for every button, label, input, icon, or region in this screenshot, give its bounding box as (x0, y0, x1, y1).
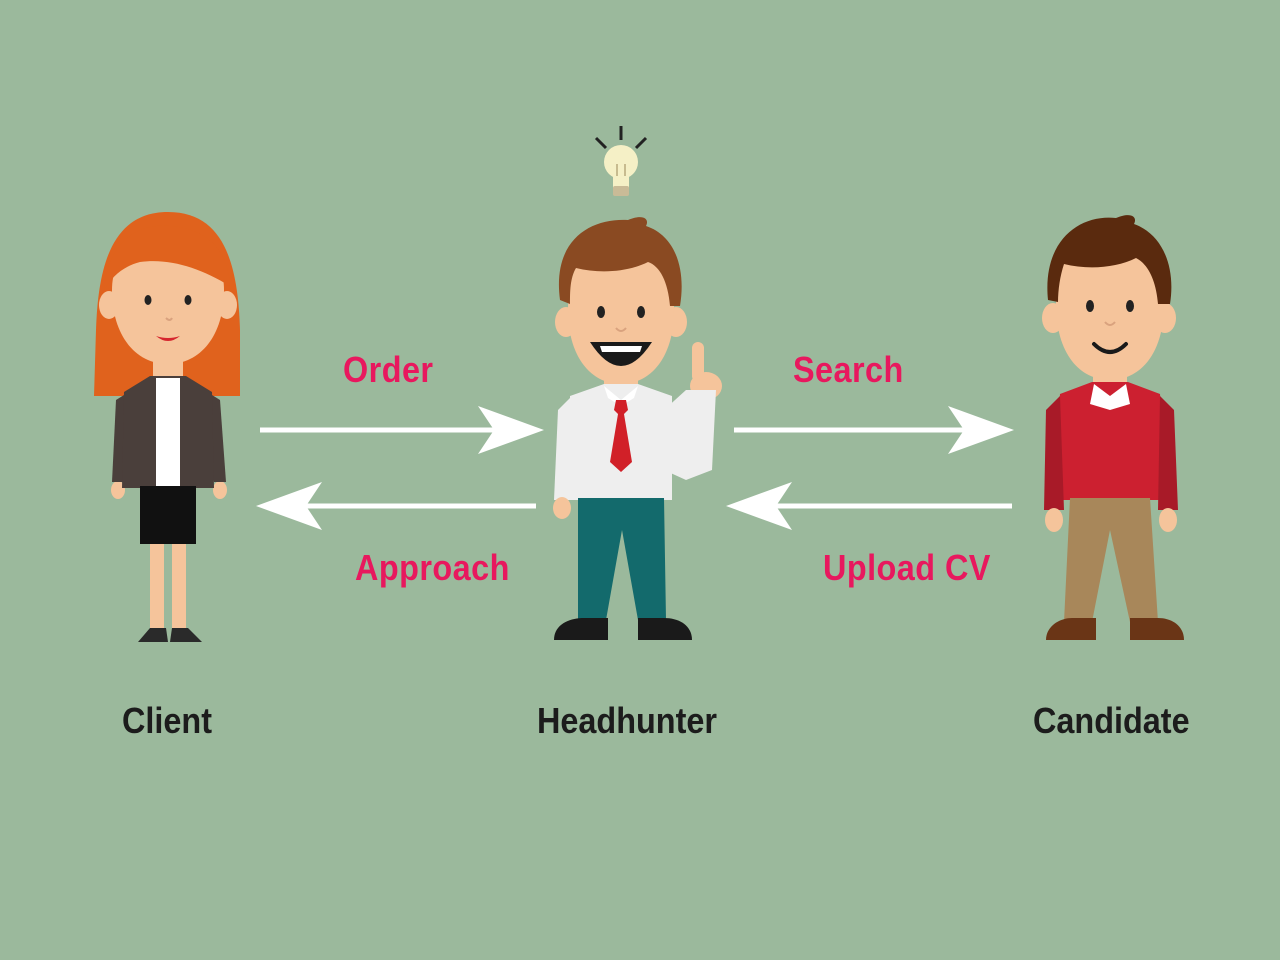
search-label: Search (793, 349, 904, 390)
headhunter-label: Headhunter (537, 700, 718, 741)
client-figure (94, 212, 240, 642)
upload-cv-arrow (726, 482, 1012, 530)
search-arrow (734, 406, 1014, 454)
client-label: Client (122, 700, 213, 741)
lightbulb-icon (594, 126, 648, 196)
order-label: Order (343, 349, 434, 390)
approach-label: Approach (355, 547, 510, 588)
candidate-figure (1042, 215, 1184, 640)
order-arrow (260, 406, 544, 454)
headhunter-figure (553, 126, 722, 640)
upload-cv-label: Upload CV (823, 547, 991, 588)
approach-arrow (256, 482, 536, 530)
candidate-label: Candidate (1033, 700, 1190, 741)
